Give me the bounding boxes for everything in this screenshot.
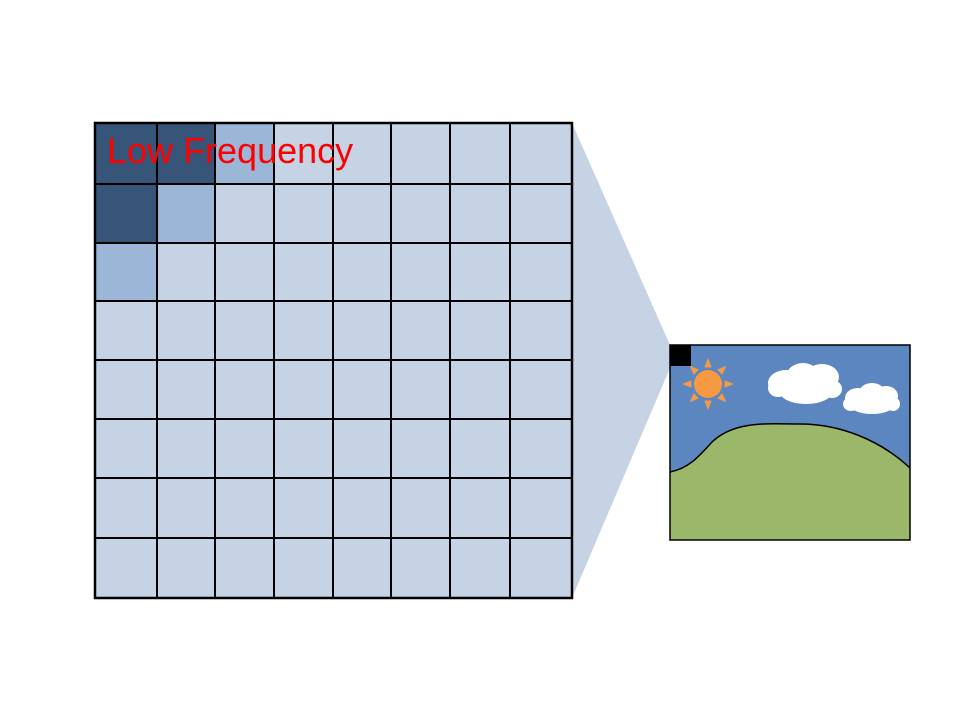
grid-cell [509,242,573,302]
grid-cell [390,183,451,244]
grid-cell [156,477,216,539]
grid-cell [449,477,511,539]
zoom-wedge [572,123,670,598]
grid-border [93,121,574,600]
grid-cell [214,242,275,302]
coefficient-grid [93,121,574,600]
hill-outline [669,422,911,473]
grid-cell [156,183,216,244]
thumbnail-border [669,344,911,541]
grid-cell [94,477,158,539]
sun-disc [694,370,722,398]
grid-cell [390,122,451,185]
grid-cell [449,537,511,599]
grid-cell [273,537,334,599]
grid-cell [94,537,158,599]
grid-cell [332,477,392,539]
grid-cell [390,537,451,599]
grid-cell [449,418,511,479]
grid-cell [273,477,334,539]
grid-cell [214,183,275,244]
grid-cell [273,183,334,244]
sun-ray [717,365,727,375]
grid-cell [332,537,392,599]
grid-cell [214,418,275,479]
grid-cell [449,242,511,302]
grid-cell [509,300,573,361]
grid-cell [94,418,158,479]
grid-cell [332,359,392,420]
grid-cell [509,418,573,479]
grid-cell [390,300,451,361]
grid-cell [273,418,334,479]
grid-cell [390,477,451,539]
grid-cell [156,300,216,361]
grid-cell [156,537,216,599]
grid-cell [509,122,573,185]
image-thumbnail [669,344,911,541]
sun-ray [704,358,712,368]
low-frequency-label: Low Frequency [107,130,353,171]
grid-cell [390,242,451,302]
grid-cell [273,242,334,302]
grid-cell [332,242,392,302]
hill [670,423,910,540]
grid-cell [273,359,334,420]
sun-ray [717,393,727,403]
grid-cell [390,359,451,420]
grid-cell [94,183,158,244]
sun-ray [689,365,699,375]
grid-cell [509,183,573,244]
grid-cell [509,477,573,539]
sun-ray [682,380,692,388]
cloud-icon [843,383,900,414]
grid-cell [94,300,158,361]
grid-cell [449,183,511,244]
grid-cell [509,359,573,420]
grid-cell [214,477,275,539]
grid-cell [332,418,392,479]
grid-cell [156,418,216,479]
grid-cell [332,300,392,361]
grid-cell [94,359,158,420]
sun-ray [724,380,734,388]
sun-ray [704,400,712,410]
grid-cell [332,183,392,244]
grid-cell [449,300,511,361]
grid-cell [449,359,511,420]
grid-cell [214,359,275,420]
cloud-icon [768,363,842,404]
selected-block-marker [670,345,691,366]
grid-cell [390,418,451,479]
sun-icon [682,358,734,410]
sun-ray [689,393,699,403]
grid-cell [156,359,216,420]
grid-cell [449,122,511,185]
grid-cell [94,242,158,302]
grid-cell [214,537,275,599]
grid-cell [214,300,275,361]
grid-cell [156,242,216,302]
grid-cell [509,537,573,599]
grid-cell [273,300,334,361]
